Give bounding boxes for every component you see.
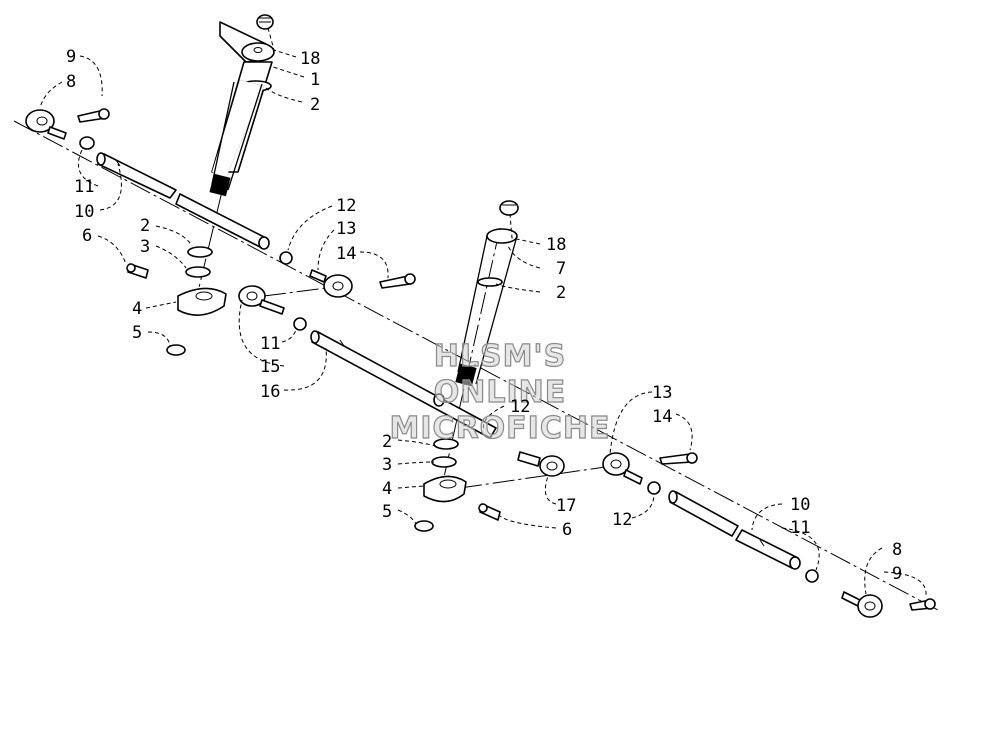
callout-8: 8 <box>66 72 76 92</box>
callout-4: 4 <box>132 299 142 319</box>
spline-end-1 <box>209 173 231 197</box>
callout-15: 15 <box>260 357 280 377</box>
callout-6: 6 <box>562 520 572 540</box>
tube-left-outer <box>96 152 177 199</box>
callout-2: 2 <box>140 216 150 236</box>
callout-16: 16 <box>260 382 280 402</box>
callout-4: 4 <box>382 479 392 499</box>
snap-ring-3-lower <box>431 456 457 468</box>
callout-7: 7 <box>556 259 566 279</box>
rod-end-15 <box>238 285 285 315</box>
leader-lines <box>39 27 927 597</box>
bolt-9-right <box>909 598 936 611</box>
callout-2: 2 <box>382 432 392 452</box>
callouts: 9 8 18 1 2 11 10 12 13 14 2 6 3 4 5 11 1… <box>66 47 902 584</box>
pitman-arm-4-upper <box>177 287 227 316</box>
callout-5: 5 <box>132 323 142 343</box>
jam-nut-left <box>79 136 95 150</box>
callout-13: 13 <box>652 383 672 403</box>
washer-2-lower <box>433 438 459 450</box>
callout-2: 2 <box>556 283 566 303</box>
watermark-line-1: HLSM'S <box>434 339 566 374</box>
nut-5-upper <box>166 344 186 356</box>
watermark: HLSM'S ONLINE MICROFICHE <box>389 338 611 446</box>
rod-end-8-right <box>841 591 883 618</box>
jam-nut-11-center <box>293 317 307 331</box>
steering-post-1 <box>209 14 275 197</box>
callout-3: 3 <box>140 237 150 257</box>
bolt-14-upper <box>379 273 416 289</box>
callout-11: 11 <box>74 177 94 197</box>
rod-end-13-lower <box>602 452 643 485</box>
spline-end-2 <box>455 363 477 387</box>
callout-10: 10 <box>790 495 810 515</box>
callout-2: 2 <box>310 95 320 115</box>
left-outer-tie-rod <box>25 108 416 298</box>
jam-nut-12-lower <box>647 481 661 495</box>
callout-12: 12 <box>510 397 530 417</box>
center-drag-link <box>310 330 497 439</box>
lower-arm-assembly <box>414 438 565 532</box>
callout-12: 12 <box>336 196 356 216</box>
callout-13: 13 <box>336 219 356 239</box>
bolt-6-lower <box>478 503 501 521</box>
callout-3: 3 <box>382 455 392 475</box>
callout-11: 11 <box>260 334 280 354</box>
rod-end-13-upper <box>309 269 353 298</box>
right-outer-tie-rod <box>602 452 936 618</box>
nut-5-lower <box>414 520 434 532</box>
upper-arm-assembly <box>126 246 307 356</box>
washer-2-upper <box>187 246 213 258</box>
post-1-nut <box>256 14 274 30</box>
callout-18: 18 <box>300 49 320 69</box>
tube-left-inner <box>175 193 270 250</box>
watermark-line-2: ONLINE <box>434 375 567 410</box>
bolt-left-rod-end <box>77 108 110 123</box>
callout-5: 5 <box>382 502 392 522</box>
callout-12: 12 <box>612 510 632 530</box>
snap-ring-3-upper <box>185 266 211 278</box>
callout-9: 9 <box>892 564 902 584</box>
callout-18: 18 <box>546 235 566 255</box>
jam-nut-12-upper <box>279 251 293 265</box>
pitman-arm-4-lower <box>423 475 467 503</box>
steering-post-2 <box>455 200 519 387</box>
callout-14: 14 <box>336 244 356 264</box>
rod-end-left <box>25 109 67 140</box>
callout-17: 17 <box>556 496 576 516</box>
callout-11: 11 <box>790 518 810 538</box>
tube-right-outer <box>735 529 801 570</box>
callout-14: 14 <box>652 407 672 427</box>
watermark-line-3: MICROFICHE <box>390 411 611 446</box>
jam-nut-11-right <box>805 569 819 583</box>
callout-8: 8 <box>892 540 902 560</box>
tube-right-inner <box>668 490 739 537</box>
callout-6: 6 <box>82 226 92 246</box>
callout-9: 9 <box>66 47 76 67</box>
callout-10: 10 <box>74 202 94 222</box>
bolt-6-upper <box>126 263 149 279</box>
bolt-14-lower <box>659 452 698 465</box>
rod-end-17 <box>517 451 565 477</box>
callout-1: 1 <box>310 70 320 90</box>
